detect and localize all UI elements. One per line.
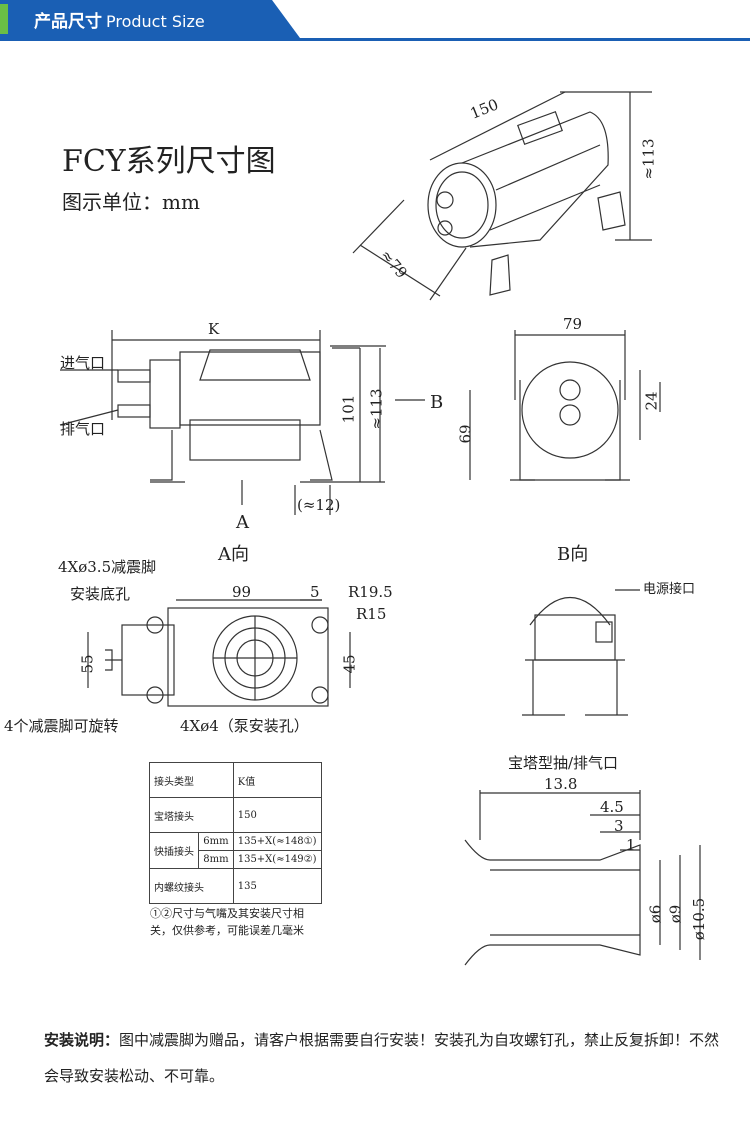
h45: 45 <box>340 654 359 674</box>
front-w79: 79 <box>563 315 583 333</box>
power-label: 电源接口 <box>643 582 696 597</box>
a-view-title: A向 <box>218 544 249 565</box>
h113: ≈113 <box>367 388 386 430</box>
rotate-label: 4个减震脚可旋转 <box>4 717 119 735</box>
table-cell: 135+X(≈149②) <box>232 850 323 869</box>
phi9: ø9 <box>666 904 685 924</box>
foot-dim: (≈12) <box>297 496 341 514</box>
install-text: 图中减震脚为赠品，请客户根据需要自行安装！安装孔为自攻螺钉孔，禁止反复拆卸！不然… <box>44 1031 720 1085</box>
d1: 1 <box>626 836 636 854</box>
holes-label: 4Xø4（泵安装孔） <box>180 717 309 735</box>
base-label: 安装底孔 <box>70 585 131 603</box>
table-header-row: 接头类型 K值 <box>149 762 323 798</box>
d138: 13.8 <box>544 775 578 793</box>
bottom-view <box>87 599 351 707</box>
table-cell: 135 <box>232 868 323 904</box>
h101: 101 <box>339 394 358 424</box>
b-arrow-label: B <box>430 392 444 413</box>
inlet-label: 进气口 <box>60 354 106 372</box>
table-header-cell: 接头类型 <box>149 762 234 798</box>
b-view-title: B向 <box>557 544 589 565</box>
d99: 99 <box>232 583 252 601</box>
r15: R15 <box>356 605 387 623</box>
r195: R19.5 <box>348 583 393 601</box>
iso-pump <box>352 91 652 301</box>
phi6: ø6 <box>646 904 665 924</box>
h55: 55 <box>78 654 97 674</box>
table-cell: 135+X(≈148①) <box>232 832 323 851</box>
table-row: 内螺纹接头 135 <box>149 868 323 904</box>
front-h69: 69 <box>456 424 475 444</box>
connector-title: 宝塔型抽/排气口 <box>508 754 619 772</box>
front-h24: 24 <box>642 391 661 411</box>
table-row: 快插接头 6mm 135+X(≈148①) <box>148 832 323 869</box>
install-label: 安装说明： <box>44 1031 120 1049</box>
outlet-label: 排气口 <box>60 420 106 438</box>
table-cell: 8mm <box>198 850 234 869</box>
k-dim: K <box>208 320 220 338</box>
table-cell: 内螺纹接头 <box>149 868 234 904</box>
header-line <box>0 38 750 41</box>
k-table: 接头类型 K值 宝塔接头 150 快插接头 6mm 135+X(≈148①) 8… <box>148 762 323 904</box>
table-note: ①②尺寸与气嘴及其安装尺寸相关，仅供参考，可能误差几毫米 <box>150 907 304 937</box>
table-cell: 6mm <box>198 832 234 851</box>
iso-height: ≈113 <box>639 138 658 180</box>
install-note: 安装说明：图中减震脚为赠品，请客户根据需要自行安装！安装孔为自攻螺钉孔，禁止反复… <box>44 1022 724 1094</box>
side-view <box>59 330 425 515</box>
feet-label: 4Xø3.5减震脚 <box>58 558 157 576</box>
header-accent <box>0 4 8 34</box>
a-arrow-label: A <box>236 512 249 533</box>
page-title: FCY系列尺寸图 <box>62 144 276 179</box>
d45: 4.5 <box>600 798 624 816</box>
front-view <box>469 330 661 481</box>
d5: 5 <box>310 583 320 601</box>
table-row: 8mm 135+X(≈149②) <box>150 850 323 869</box>
d3: 3 <box>614 817 624 835</box>
header-bar <box>0 0 300 38</box>
phi105: ø10.5 <box>690 897 709 941</box>
table-cell: 宝塔接头 <box>149 797 234 833</box>
back-view <box>522 589 640 716</box>
table-cell: 150 <box>232 797 323 833</box>
table-cell: 快插接头 <box>148 832 200 869</box>
table-row: 宝塔接头 150 <box>149 797 323 833</box>
unit-label: 图示单位：mm <box>62 190 200 214</box>
table-header-cell: K值 <box>232 762 323 798</box>
connector-detail <box>464 790 701 966</box>
